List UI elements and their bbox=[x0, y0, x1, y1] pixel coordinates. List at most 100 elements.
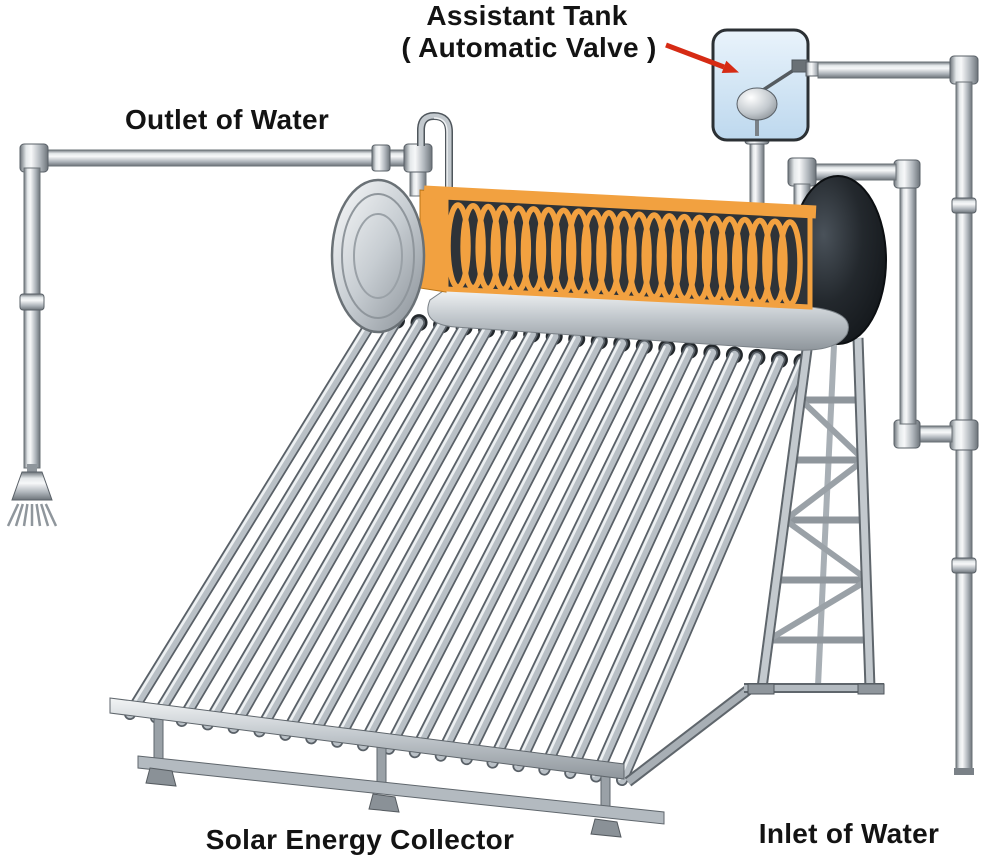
vacuum-tube-body bbox=[203, 320, 446, 729]
vacuum-tube-highlight bbox=[462, 345, 666, 760]
stand-foot bbox=[857, 683, 885, 695]
vent-pipe-body bbox=[418, 113, 452, 198]
vent-pipe-highlight bbox=[433, 117, 448, 196]
stand-rear-leg bbox=[854, 337, 874, 689]
vacuum-tube-body bbox=[565, 353, 762, 778]
vacuum-tube-body bbox=[488, 346, 694, 767]
vacuum-tube-body bbox=[125, 313, 379, 719]
labels: Assistant Tank ( Automatic Valve ) Outle… bbox=[125, 0, 939, 855]
pipe-elbow bbox=[403, 143, 433, 173]
pipe-elbow bbox=[949, 55, 979, 85]
frame-foot bbox=[590, 818, 622, 838]
vacuum-tube-body bbox=[229, 323, 469, 733]
vacuum-tube-highlight bbox=[385, 338, 599, 749]
tank-top-band bbox=[423, 185, 817, 219]
vacuum-tube-highlight bbox=[307, 331, 531, 739]
end-cap-ring bbox=[353, 213, 403, 299]
stand-diagonals bbox=[766, 397, 870, 643]
pipe-tee bbox=[949, 419, 979, 451]
end-cap-ring bbox=[341, 193, 415, 319]
pipe-coupling bbox=[951, 557, 977, 574]
front-rail bbox=[109, 697, 625, 780]
support-stand bbox=[744, 337, 885, 695]
vacuum-tube-body bbox=[384, 336, 604, 753]
vacuum-tube-highlight bbox=[592, 357, 779, 777]
back-rail bbox=[625, 687, 751, 785]
assistant-feed-pipe bbox=[749, 135, 765, 213]
stand-rungs bbox=[768, 396, 870, 644]
label-inlet-of-water: Inlet of Water bbox=[759, 818, 940, 849]
vacuum-tube-body bbox=[617, 357, 807, 785]
vacuum-tube-highlight bbox=[437, 343, 644, 756]
stand-mid-leg bbox=[815, 344, 837, 687]
pipe-elbow bbox=[893, 159, 921, 189]
pipe-coupling bbox=[951, 197, 977, 214]
pipe-coupling bbox=[371, 144, 391, 172]
vacuum-tube-highlight bbox=[359, 336, 576, 746]
frame-foot bbox=[368, 793, 400, 813]
vacuum-tube-body bbox=[255, 325, 491, 736]
branch-vertical bbox=[899, 179, 917, 425]
vacuum-tube-highlight bbox=[411, 340, 621, 753]
vacuum-tube-highlight bbox=[514, 350, 711, 767]
shower-spray bbox=[6, 503, 58, 527]
vacuum-tube-body bbox=[436, 341, 649, 760]
label-assistant-tank: Assistant Tank bbox=[426, 0, 627, 31]
coil-loop bbox=[460, 203, 486, 291]
label-outlet-of-water: Outlet of Water bbox=[125, 104, 329, 135]
vacuum-tube-highlight bbox=[618, 359, 801, 781]
vacuum-tube-highlight bbox=[488, 348, 689, 763]
vacuum-tube-body bbox=[514, 348, 717, 771]
inlet-pipe-top-horizontal bbox=[817, 61, 957, 79]
vacuum-tube-body bbox=[307, 329, 536, 743]
label-solar-energy-collector: Solar Energy Collector bbox=[206, 824, 514, 855]
lower-rail bbox=[137, 755, 665, 825]
vacuum-tube-highlight bbox=[126, 315, 374, 714]
vacuum-tube-body bbox=[410, 339, 627, 757]
vacuum-tube-body bbox=[151, 316, 401, 722]
stand-foot bbox=[747, 683, 775, 695]
vent-pipe bbox=[417, 111, 453, 198]
float-ball bbox=[736, 87, 778, 121]
vacuum-tube-highlight bbox=[540, 352, 734, 770]
storage-tank bbox=[330, 175, 887, 351]
vacuum-tube-highlight bbox=[333, 333, 554, 742]
pipe-end-cap bbox=[954, 768, 974, 775]
outlet-pipe bbox=[6, 143, 433, 527]
outlet-pipe-horizontal bbox=[29, 149, 413, 167]
assistant-tank bbox=[711, 28, 821, 213]
coil-loop bbox=[490, 204, 517, 293]
vacuum-tube-body bbox=[332, 332, 559, 747]
vacuum-tube-highlight bbox=[152, 317, 396, 718]
coil-loop bbox=[475, 203, 501, 292]
red-arrow-shaft bbox=[665, 42, 725, 70]
collector-frame bbox=[109, 685, 752, 838]
vacuum-tube-highlight bbox=[204, 322, 441, 725]
label-automatic-valve: ( Automatic Valve ) bbox=[401, 32, 656, 63]
tank-left-end-cap bbox=[330, 178, 426, 334]
vacuum-tube-body bbox=[358, 334, 581, 750]
pipe-coupling bbox=[19, 293, 45, 311]
vacuum-tube-highlight bbox=[230, 324, 464, 728]
branch-horizontal bbox=[915, 425, 953, 443]
vacuum-tube-highlight bbox=[281, 329, 509, 735]
vacuum-tube-highlight bbox=[178, 320, 419, 721]
assistant-tank-body bbox=[711, 28, 810, 142]
vacuum-tube-highlight bbox=[255, 326, 486, 732]
outlet-pipe-vertical bbox=[23, 167, 41, 469]
vacuum-tube-body bbox=[462, 343, 672, 764]
frame-foot bbox=[145, 767, 177, 787]
vacuum-tube-body bbox=[540, 350, 739, 774]
vacuum-tube-highlight bbox=[566, 355, 756, 774]
inlet-pipe bbox=[787, 55, 979, 775]
shower-neck bbox=[27, 464, 37, 474]
vacuum-tube-body bbox=[281, 327, 514, 740]
vacuum-tube-array bbox=[124, 309, 811, 786]
stand-front-leg bbox=[758, 341, 812, 689]
shower-head bbox=[11, 471, 53, 501]
vacuum-tube-body bbox=[177, 318, 424, 726]
vacuum-tube-body bbox=[591, 355, 784, 781]
pipe-elbow bbox=[787, 157, 817, 187]
red-arrow-head bbox=[721, 60, 739, 73]
